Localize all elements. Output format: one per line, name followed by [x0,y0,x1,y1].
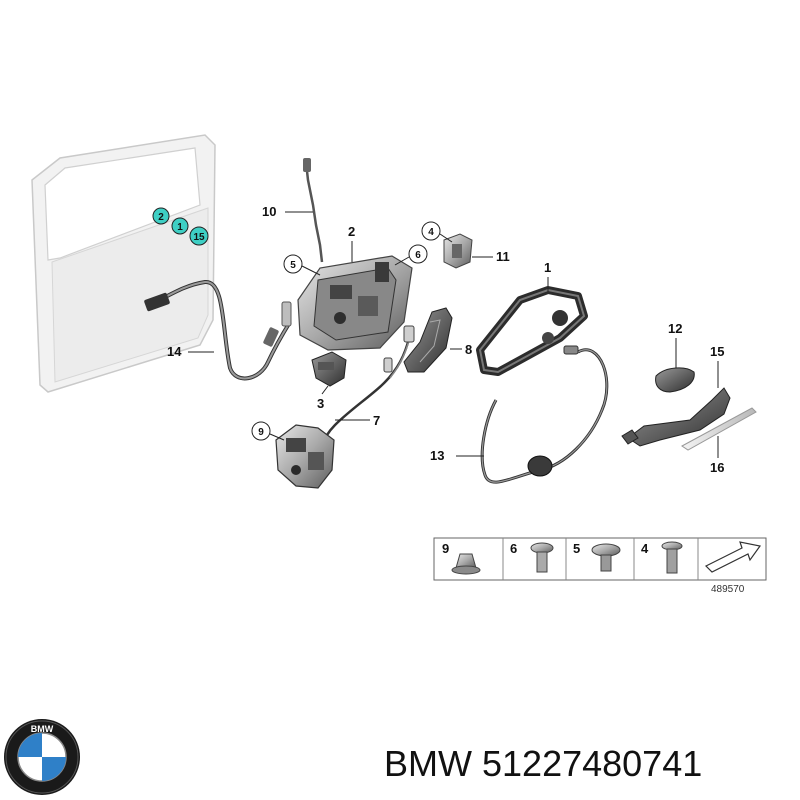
svg-text:9: 9 [258,427,264,438]
svg-text:15: 15 [193,232,205,243]
callout-4: 4 [421,221,453,243]
door-marker-15: 15 [189,226,209,246]
door-marker-2: 2 [152,207,170,225]
part-2-door-lock [297,255,413,351]
part-12-cap [655,367,695,393]
callout-3: 3 [317,385,329,411]
brand-name: BMW [384,743,472,784]
callout-9: 9 [251,421,285,441]
callout-10: 10 [262,204,313,219]
svg-text:1: 1 [544,260,551,275]
bmw-logo: BMW [4,719,80,795]
svg-text:2: 2 [348,224,355,239]
svg-text:16: 16 [710,460,724,475]
part-11-striker [443,233,473,269]
svg-text:9: 9 [442,541,449,556]
svg-text:BMW: BMW [31,724,54,734]
part-14-cable [144,280,292,381]
pin-bolt-icon [661,541,683,574]
callout-7: 7 [335,413,380,428]
part-10-rod [303,158,324,263]
rear-door-panel [31,134,216,393]
svg-text:1: 1 [177,222,183,233]
svg-text:5: 5 [573,541,580,556]
nut-icon [451,553,481,575]
svg-text:13: 13 [430,448,444,463]
bolt-icon [530,542,554,573]
callout-13: 13 [430,448,484,463]
svg-text:6: 6 [510,541,517,556]
screw-icon [591,543,621,572]
part-13-cable [480,345,609,484]
part-9-actuator [275,424,335,489]
svg-text:7: 7 [373,413,380,428]
legend-item-9: 9 [442,541,481,575]
callout-6: 6 [394,244,428,266]
svg-text:14: 14 [167,344,182,359]
callout-8: 8 [450,342,472,357]
door-marker-1: 1 [171,217,189,235]
svg-text:4: 4 [641,541,649,556]
svg-text:11: 11 [496,249,510,264]
part-16-trim [681,407,757,451]
callout-5: 5 [283,254,321,276]
part-8-gasket [403,307,453,373]
fastener-legend: 9 6 5 4 [433,537,767,581]
svg-text:6: 6 [415,250,421,261]
svg-text:12: 12 [668,321,682,336]
part-3-bracket [311,351,347,387]
part-1-handle-carrier [476,286,588,376]
legend-item-5: 5 [573,541,621,572]
svg-text:15: 15 [710,344,724,359]
part-caption: BMW 51227480741 [384,742,789,786]
legend-item-6: 6 [510,541,554,573]
callout-12: 12 [668,321,682,368]
callout-2: 2 [348,224,355,262]
part-number: 51227480741 [482,743,703,784]
callout-11: 11 [472,249,510,264]
orientation-arrow-icon [704,541,762,573]
callout-1: 1 [544,260,551,292]
svg-text:5: 5 [290,260,296,271]
svg-text:3: 3 [317,396,324,411]
svg-text:2: 2 [158,212,164,223]
callout-15: 15 [710,344,724,388]
svg-text:10: 10 [262,204,276,219]
diagram-reference-number: 489570 [711,584,745,595]
part-15-outer-handle [621,387,731,447]
svg-text:4: 4 [428,227,434,238]
svg-text:8: 8 [465,342,472,357]
callout-14: 14 [167,344,214,359]
legend-item-4: 4 [641,541,683,574]
callout-16: 16 [710,436,724,475]
